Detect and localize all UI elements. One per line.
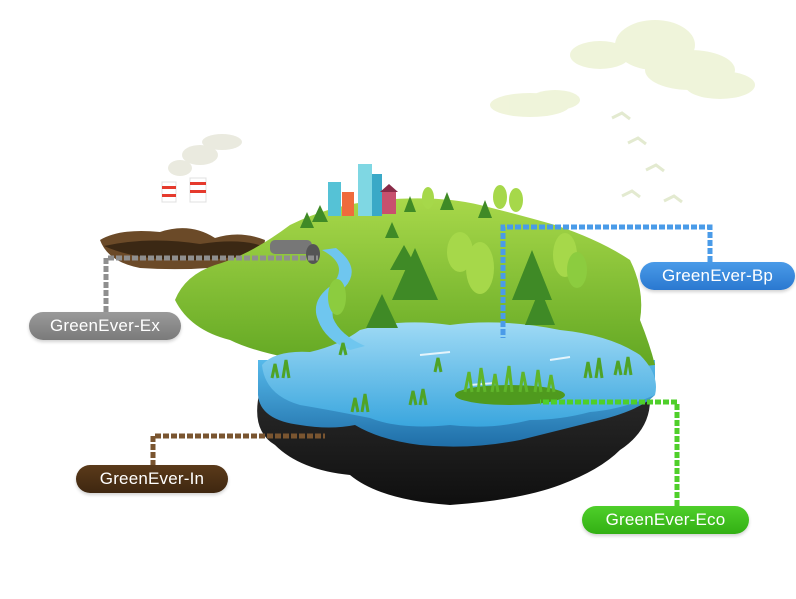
- birds: [611, 111, 683, 204]
- lake-reeds: [270, 342, 633, 413]
- river: [315, 248, 365, 350]
- connector-in: [150, 433, 325, 466]
- city-buildings: [328, 164, 398, 216]
- connector-ex: [103, 255, 318, 312]
- chimneys: [161, 177, 207, 203]
- connector-eco: [540, 399, 680, 506]
- clouds: [490, 20, 755, 117]
- lake-surface: [262, 322, 656, 427]
- label-greenever-in: GreenEver-In: [76, 465, 228, 493]
- label-greenever-eco: GreenEver-Eco: [582, 506, 749, 534]
- label-greenever-ex: GreenEver-Ex: [29, 312, 181, 340]
- connector-bp: [500, 224, 713, 338]
- factory-smoke: [168, 134, 242, 176]
- reed-island: [455, 365, 565, 405]
- trees: [300, 185, 587, 328]
- label-greenever-bp: GreenEver-Bp: [640, 262, 795, 290]
